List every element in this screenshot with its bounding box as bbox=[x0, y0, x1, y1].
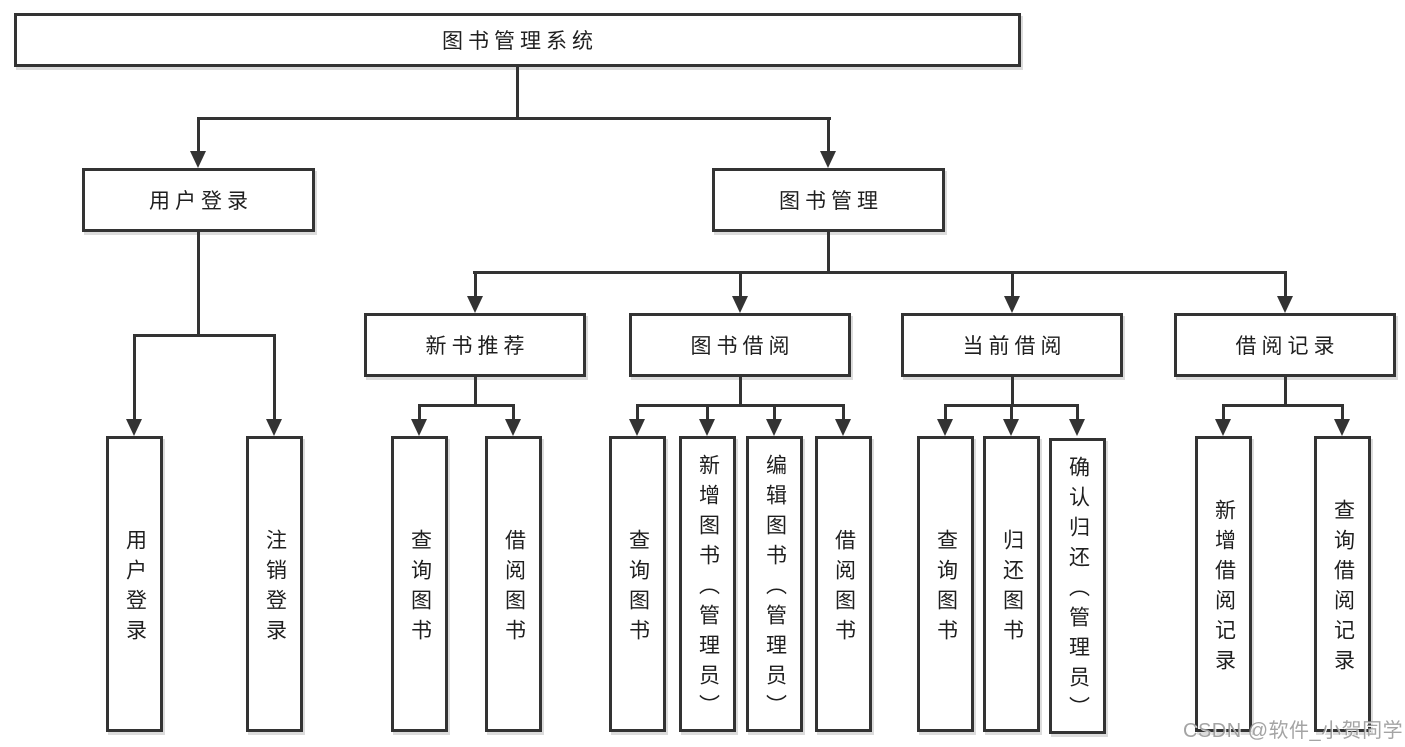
arrow-head bbox=[1004, 296, 1020, 313]
arrow-shaft bbox=[1222, 404, 1225, 421]
arrow-head bbox=[1069, 419, 1085, 436]
leaf-user-login: 用户登录 bbox=[106, 436, 163, 732]
arrow-head bbox=[1277, 296, 1293, 313]
arrow-head bbox=[190, 151, 206, 168]
connector-bookmgmt-branch bbox=[473, 271, 1287, 274]
node-book-borrow: 图书借阅 bbox=[629, 313, 851, 377]
leaf-borrow-add: 新增图书（管理员） bbox=[679, 436, 736, 732]
node-library-system: 图书管理系统 bbox=[14, 13, 1021, 67]
arrow-head bbox=[629, 419, 645, 436]
arrow-shaft bbox=[418, 404, 421, 421]
node-current-borrow-label: 当前借阅 bbox=[962, 335, 1067, 358]
leaf-current-confirm-label: 确认归还（管理员） bbox=[1066, 455, 1090, 726]
node-borrow-records: 借阅记录 bbox=[1174, 313, 1396, 377]
arrow-shaft bbox=[1010, 271, 1014, 299]
arrow-shaft bbox=[273, 334, 276, 420]
connector-newbooks-branch bbox=[418, 404, 515, 407]
arrow-shaft bbox=[133, 334, 136, 420]
node-book-management: 图书管理 bbox=[712, 168, 945, 232]
node-book-borrow-label: 图书借阅 bbox=[690, 335, 795, 358]
arrow-head bbox=[732, 296, 748, 313]
connector-borrow-branch bbox=[636, 404, 845, 407]
leaf-borrow-edit: 编辑图书（管理员） bbox=[746, 436, 803, 732]
leaf-current-return: 归还图书 bbox=[983, 436, 1040, 732]
arrow-head bbox=[766, 419, 782, 436]
arrow-shaft bbox=[512, 404, 515, 421]
leaf-borrow-edit-label: 编辑图书（管理员） bbox=[763, 453, 787, 724]
arrow-shaft bbox=[773, 404, 776, 421]
arrow-shaft bbox=[706, 404, 709, 421]
connector-records-branch bbox=[1222, 404, 1344, 407]
arrow-shaft bbox=[944, 404, 947, 421]
leaf-borrow-lend: 借阅图书 bbox=[815, 436, 872, 732]
leaf-current-return-label: 归还图书 bbox=[1000, 528, 1024, 649]
arrow-head bbox=[699, 419, 715, 436]
arrow-head bbox=[266, 419, 282, 436]
arrow-head bbox=[467, 296, 483, 313]
leaf-newbooks-query-label: 查询图书 bbox=[408, 528, 432, 649]
node-new-book-recommend: 新书推荐 bbox=[364, 313, 586, 377]
arrow-shaft bbox=[473, 271, 477, 299]
node-borrow-records-label: 借阅记录 bbox=[1235, 335, 1340, 358]
leaf-records-query: 查询借阅记录 bbox=[1314, 436, 1371, 732]
connector-records-stem bbox=[1283, 377, 1287, 407]
arrow-head bbox=[126, 419, 142, 436]
watermark-text: CSDN @软件_小贺同学 bbox=[1183, 720, 1404, 742]
leaf-borrow-query: 查询图书 bbox=[609, 436, 666, 732]
connector-borrow-stem bbox=[738, 377, 742, 407]
arrow-head bbox=[505, 419, 521, 436]
arrow-head bbox=[820, 151, 836, 168]
node-user-login: 用户登录 bbox=[82, 168, 315, 232]
arrow-shaft bbox=[1341, 404, 1344, 421]
arrow-shaft bbox=[1076, 404, 1079, 421]
leaf-newbooks-borrow: 借阅图书 bbox=[485, 436, 542, 732]
leaf-borrow-add-label: 新增图书（管理员） bbox=[696, 453, 720, 724]
connector-root-stem bbox=[516, 67, 519, 120]
arrow-head bbox=[411, 419, 427, 436]
arrow-shaft bbox=[1283, 271, 1287, 299]
arrow-head bbox=[1215, 419, 1231, 436]
connector-current-stem bbox=[1010, 377, 1014, 407]
arrow-shaft bbox=[827, 117, 830, 153]
arrow-head bbox=[1003, 419, 1019, 436]
connector-root-branch bbox=[197, 117, 831, 120]
connector-newbooks-stem bbox=[473, 377, 477, 407]
arrow-head bbox=[937, 419, 953, 436]
arrow-head bbox=[1334, 419, 1350, 436]
leaf-borrow-query-label: 查询图书 bbox=[626, 528, 650, 649]
leaf-newbooks-borrow-label: 借阅图书 bbox=[502, 528, 526, 649]
connector-bookmgmt-stem bbox=[827, 232, 830, 274]
arrow-shaft bbox=[197, 117, 200, 153]
arrow-head bbox=[835, 419, 851, 436]
node-book-management-label: 图书管理 bbox=[779, 190, 883, 213]
connector-login-branch bbox=[133, 334, 276, 337]
node-user-login-label: 用户登录 bbox=[149, 190, 253, 213]
leaf-user-login-label: 用户登录 bbox=[123, 528, 147, 649]
leaf-current-query-label: 查询图书 bbox=[934, 528, 958, 649]
connector-login-stem bbox=[197, 232, 200, 337]
leaf-newbooks-query: 查询图书 bbox=[391, 436, 448, 732]
node-current-borrow: 当前借阅 bbox=[901, 313, 1123, 377]
node-new-book-recommend-label: 新书推荐 bbox=[425, 335, 530, 358]
leaf-borrow-lend-label: 借阅图书 bbox=[832, 528, 856, 649]
arrow-shaft bbox=[636, 404, 639, 421]
node-library-system-label: 图书管理系统 bbox=[442, 30, 598, 53]
leaf-records-add-label: 新增借阅记录 bbox=[1212, 498, 1236, 679]
arrow-shaft bbox=[842, 404, 845, 421]
arrow-shaft bbox=[1010, 404, 1013, 421]
leaf-current-confirm: 确认归还（管理员） bbox=[1049, 438, 1106, 734]
leaf-current-query: 查询图书 bbox=[917, 436, 974, 732]
leaf-logout: 注销登录 bbox=[246, 436, 303, 732]
arrow-shaft bbox=[738, 271, 742, 299]
leaf-records-query-label: 查询借阅记录 bbox=[1331, 498, 1355, 679]
leaf-logout-label: 注销登录 bbox=[263, 528, 287, 649]
leaf-records-add: 新增借阅记录 bbox=[1195, 436, 1252, 732]
